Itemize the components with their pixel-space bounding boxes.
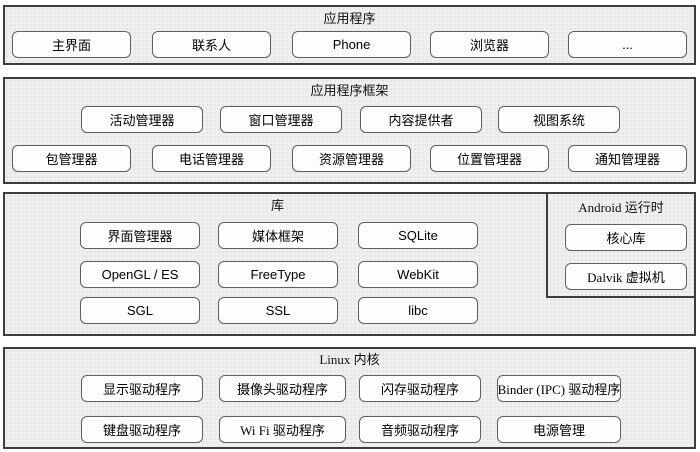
dalvik-vm-node: Dalvik 虚拟机 xyxy=(565,263,687,290)
libc-node: libc xyxy=(358,297,478,324)
wifi-driver-node: Wi Fi 驱动程序 xyxy=(219,416,346,443)
package-manager-node: 包管理器 xyxy=(12,145,131,172)
contacts-node: 联系人 xyxy=(152,31,271,58)
window-manager-node: 窗口管理器 xyxy=(220,106,342,133)
activity-manager-node: 活动管理器 xyxy=(81,106,203,133)
binder-ipc-driver-node: Binder (IPC) 驱动程序 xyxy=(497,375,621,402)
libraries-layer-title: 库 xyxy=(270,198,284,213)
core-libraries-node: 核心库 xyxy=(565,224,687,251)
camera-driver-node: 摄像头驱动程序 xyxy=(219,375,346,402)
content-providers-node: 内容提供者 xyxy=(360,106,482,133)
framework-layer: 应用程序框架 活动管理器 窗口管理器 内容提供者 视图系统 包管理器 电话管理器… xyxy=(3,77,696,184)
android-runtime-title: Android 运行时 xyxy=(578,200,664,215)
kernel-layer-title: Linux 内核 xyxy=(319,352,380,367)
display-driver-node: 显示驱动程序 xyxy=(81,375,203,402)
ssl-node: SSL xyxy=(218,297,338,324)
phone-node: Phone xyxy=(292,31,411,58)
notification-manager-node: 通知管理器 xyxy=(568,145,687,172)
surface-manager-node: 界面管理器 xyxy=(80,222,200,249)
webkit-node: WebKit xyxy=(358,261,478,288)
freetype-node: FreeType xyxy=(218,261,338,288)
audio-driver-node: 音频驱动程序 xyxy=(359,416,481,443)
resource-manager-node: 资源管理器 xyxy=(292,145,411,172)
applications-layer: 应用程序 主界面 联系人 Phone 浏览器 ... xyxy=(3,5,696,65)
sgl-node: SGL xyxy=(80,297,200,324)
flash-memory-driver-node: 闪存驱动程序 xyxy=(359,375,481,402)
sqlite-node: SQLite xyxy=(358,222,478,249)
home-screen-node: 主界面 xyxy=(12,31,131,58)
browser-node: 浏览器 xyxy=(430,31,549,58)
power-management-node: 电源管理 xyxy=(497,416,621,443)
telephony-manager-node: 电话管理器 xyxy=(152,145,271,172)
applications-layer-title: 应用程序 xyxy=(323,11,376,26)
libraries-layer: 库 界面管理器 媒体框架 SQLite OpenGL / ES FreeType… xyxy=(3,192,696,336)
opengl-es-node: OpenGL / ES xyxy=(80,261,200,288)
more-apps-node: ... xyxy=(568,31,687,58)
framework-layer-title: 应用程序框架 xyxy=(310,83,389,98)
android-runtime-panel: Android 运行时 核心库 Dalvik 虚拟机 xyxy=(546,192,696,298)
view-system-node: 视图系统 xyxy=(498,106,620,133)
kernel-layer: Linux 内核 显示驱动程序 摄像头驱动程序 闪存驱动程序 Binder (I… xyxy=(3,347,696,449)
media-framework-node: 媒体框架 xyxy=(218,222,338,249)
keyboard-driver-node: 键盘驱动程序 xyxy=(81,416,203,443)
location-manager-node: 位置管理器 xyxy=(430,145,549,172)
